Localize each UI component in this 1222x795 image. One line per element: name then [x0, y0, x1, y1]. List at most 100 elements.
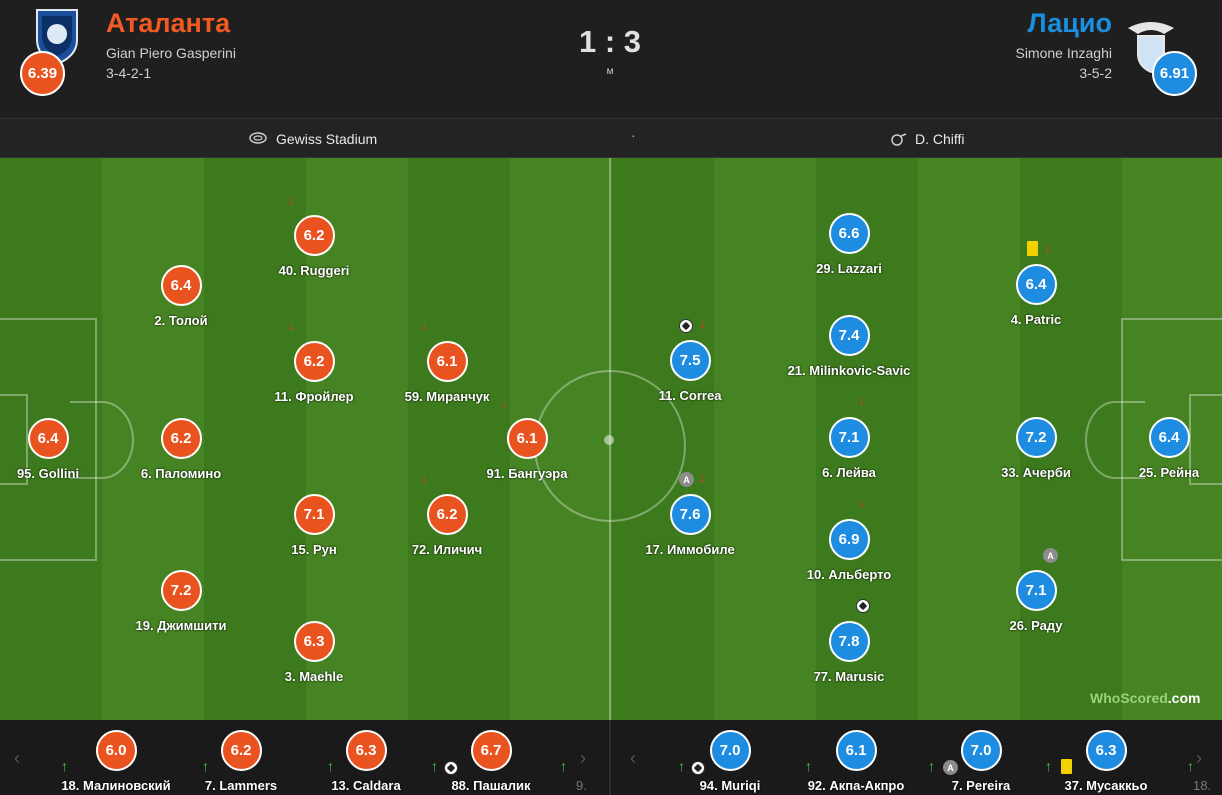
- goal-ball-icon: [679, 319, 693, 333]
- home-formation: 3-4-2-1: [106, 65, 152, 81]
- bench-player-caldara[interactable]: 6.3 13. Caldara: [296, 730, 436, 793]
- goal-ball-icon: [444, 761, 458, 775]
- player-name: 77. Marusic: [813, 669, 885, 684]
- player-home-ilicic[interactable]: 6.2 72. Иличич ↓: [372, 470, 522, 557]
- player-home-banguera[interactable]: 6.1 91. Бангуэра ↓: [452, 394, 602, 481]
- home-team-name[interactable]: Аталанта: [106, 8, 231, 38]
- player-name: 7. Lammers: [204, 778, 278, 793]
- player-name: 33. Ачерби: [1001, 465, 1071, 480]
- player-name: 88. Пашалик: [451, 778, 531, 793]
- player-home-palomino[interactable]: 6.2 6. Паломино: [106, 418, 256, 481]
- bench-away-next-icon[interactable]: ›: [1196, 748, 1202, 768]
- whistle-icon: [891, 133, 907, 146]
- sub-off-icon: ↓: [858, 494, 865, 510]
- match-info-bar: Gewiss Stadium · D. Chiffi: [0, 118, 1222, 158]
- bench-player-pereira[interactable]: 7.0 7. Pereira: [911, 730, 1051, 793]
- player-away-alberto[interactable]: 6.9 10. Альберто ↓: [774, 494, 924, 582]
- player-name: 7. Pereira: [951, 778, 1011, 793]
- substitutes-bar: ‹ › ‹ › 6.0 18. Малиновский ↑ 6.2 7. Lam…: [0, 720, 1222, 795]
- player-name: 21. Milinkovic-Savic: [787, 363, 911, 378]
- player-rating: 7.0: [960, 730, 1002, 771]
- player-name: 40. Ruggeri: [278, 263, 350, 278]
- player-name: 17. Иммобиле: [645, 542, 735, 557]
- bench-player-muriqi[interactable]: 7.0 94. Muriqi: [660, 730, 800, 793]
- sub-on-icon: ↑: [1045, 758, 1052, 774]
- goal-ball-icon: [856, 599, 870, 613]
- player-rating: 7.4: [828, 315, 870, 356]
- player-rating: 6.1: [835, 730, 877, 771]
- player-name: 2. Толой: [154, 313, 208, 328]
- right-penalty-arc: [1085, 401, 1145, 479]
- bench-player-partial: 9.: [576, 778, 587, 793]
- player-rating: 6.2: [293, 215, 335, 256]
- bench-player-lammers[interactable]: 6.2 7. Lammers: [171, 730, 311, 793]
- player-away-milinkovic-savic[interactable]: 7.4 21. Milinkovic-Savic: [774, 315, 924, 378]
- sub-off-icon: ↓: [421, 317, 428, 333]
- player-rating: 6.4: [1015, 264, 1057, 305]
- player-name: 11. Correa: [658, 388, 722, 403]
- captain-badge-icon: A: [943, 760, 958, 775]
- match-status: м: [606, 66, 614, 77]
- player-name: 59. Миранчук: [404, 389, 490, 404]
- sub-off-icon: ↓: [1044, 239, 1051, 255]
- sub-off-icon: ↓: [421, 470, 428, 486]
- bench-away-prev-icon[interactable]: ‹: [630, 748, 636, 768]
- player-home-toloi[interactable]: 6.4 2. Толой: [106, 265, 256, 328]
- bench-home-prev-icon[interactable]: ‹: [14, 748, 20, 768]
- yellow-card-icon: [1027, 241, 1038, 256]
- sub-on-icon: ↑: [928, 758, 935, 774]
- away-team-name[interactable]: Лацио: [1027, 8, 1112, 38]
- goal-ball-icon: [691, 761, 705, 775]
- player-away-marusic[interactable]: 7.8 77. Marusic: [774, 599, 924, 684]
- player-rating: 6.7: [470, 730, 512, 771]
- bench-player-pasalic[interactable]: 6.7 88. Пашалик: [421, 730, 561, 793]
- player-rating: 6.1: [506, 418, 548, 459]
- player-home-ruggeri[interactable]: 6.2 40. Ruggeri ↓: [239, 191, 389, 278]
- player-rating: 6.9: [828, 519, 870, 560]
- player-name: 26. Раду: [1009, 618, 1063, 633]
- player-away-correa[interactable]: 7.5 11. Correa ↓: [615, 315, 765, 403]
- left-goal-box: [0, 394, 28, 485]
- player-home-roon[interactable]: 7.1 15. Рун: [239, 494, 389, 557]
- player-away-immobile[interactable]: 7.6 17. Иммобиле A ↓: [615, 469, 765, 557]
- player-home-maehle[interactable]: 6.3 3. Maehle: [239, 621, 389, 684]
- player-name: 11. Фройлер: [274, 389, 354, 404]
- player-name: 6. Паломино: [140, 466, 222, 481]
- bench-player-akpa-akpro[interactable]: 6.1 92. Акпа-Акпро: [786, 730, 926, 793]
- player-home-freuler[interactable]: 6.2 11. Фройлер ↓: [239, 317, 389, 404]
- bench-player-musacchio[interactable]: 6.3 37. Мусаккьо: [1036, 730, 1176, 793]
- player-rating: 6.2: [293, 341, 335, 382]
- left-penalty-arc: [70, 401, 134, 479]
- player-home-miranchuk[interactable]: 6.1 59. Миранчук ↓: [372, 317, 522, 404]
- home-team-rating: 6.39: [20, 51, 65, 96]
- info-separator: ·: [631, 127, 636, 143]
- player-rating: 6.3: [293, 621, 335, 662]
- player-away-lazzari[interactable]: 6.6 29. Lazzari: [774, 213, 924, 276]
- sub-off-icon: ↓: [288, 191, 295, 207]
- away-formation: 3-5-2: [1079, 65, 1112, 81]
- player-name: 72. Иличич: [411, 542, 483, 557]
- player-rating: 7.1: [1015, 570, 1057, 611]
- player-away-patric[interactable]: 6.4 4. Patric ↓: [961, 239, 1111, 327]
- bench-player-partial: 18.: [1193, 778, 1212, 793]
- player-rating: 7.1: [828, 417, 870, 458]
- player-rating: 6.3: [1085, 730, 1127, 771]
- player-name: 37. Мусаккьо: [1064, 778, 1148, 793]
- bench-home-next-icon[interactable]: ›: [580, 748, 586, 768]
- player-name: 92. Акпа-Акпро: [807, 778, 905, 793]
- player-name: 13. Caldara: [331, 778, 401, 793]
- bench-player-malinovskyi[interactable]: 6.0 18. Малиновский: [46, 730, 186, 793]
- player-home-gollini[interactable]: 6.4 95. Gollini: [0, 418, 123, 481]
- player-home-djimsiti[interactable]: 7.2 19. Джимшити: [106, 570, 256, 633]
- match-score: 1 : 3: [578, 24, 642, 59]
- player-name: 25. Рейна: [1138, 465, 1200, 480]
- player-name: 95. Gollini: [16, 466, 80, 481]
- player-away-leiva[interactable]: 7.1 6. Лейва ↓: [774, 392, 924, 480]
- player-name: 29. Lazzari: [816, 261, 882, 276]
- player-away-acerbi[interactable]: 7.2 33. Ачерби: [961, 417, 1111, 480]
- player-away-reina[interactable]: 6.4 25. Рейна: [1094, 417, 1222, 480]
- atalanta-crest-icon: [36, 9, 78, 66]
- player-name: 6. Лейва: [822, 465, 876, 480]
- player-rating: 7.2: [160, 570, 202, 611]
- player-away-radu[interactable]: 7.1 26. Раду A: [961, 548, 1111, 633]
